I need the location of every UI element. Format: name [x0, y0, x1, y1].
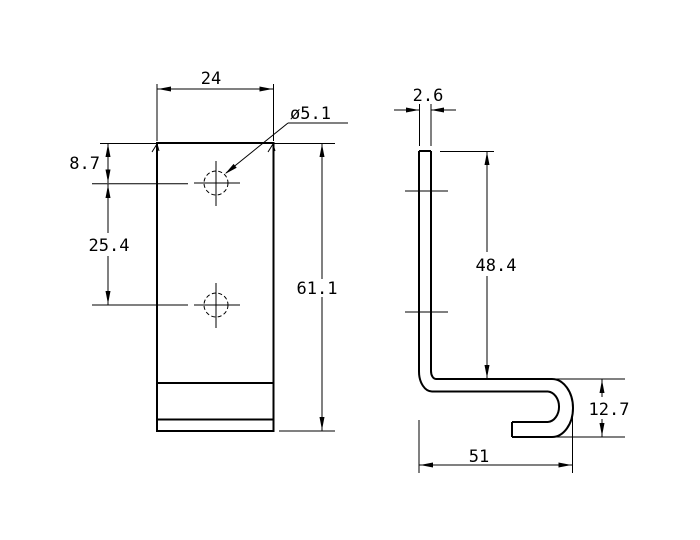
hole-1 [194, 161, 240, 206]
dim-thickness-text: 2.6 [413, 86, 444, 106]
dim-hook-height-text: 12.7 [589, 400, 630, 420]
dim-width-24: 24 [156, 69, 274, 141]
arrowhead [319, 417, 325, 430]
arrowhead [558, 462, 572, 468]
side-bend-inner-radius [430, 370, 437, 380]
arrowhead [259, 86, 273, 92]
dim-top-to-hole-text: 8.7 [69, 154, 100, 174]
dim-thickness-2-6: 2.6 [394, 86, 456, 146]
front-outline [156, 142, 275, 432]
dim-depth-text: 51 [469, 447, 489, 467]
hole-2 [194, 283, 240, 328]
arrowhead [420, 462, 433, 468]
arrowhead [599, 380, 605, 393]
side-hook-outer-arc [551, 378, 574, 438]
arrowhead [431, 107, 444, 113]
arrowhead [105, 144, 111, 157]
dim-hole-spacing-text: 25.4 [89, 236, 130, 256]
dim-upper-height-text: 48.4 [476, 256, 517, 276]
arrowhead [319, 144, 325, 157]
corner-tick-left [151, 142, 160, 153]
arrowhead [225, 163, 237, 174]
dim-width-text: 24 [201, 69, 221, 89]
front-view: 24 8.7 25.4 61.1 [69, 69, 348, 432]
dim-depth-51: 51 [418, 408, 573, 473]
arrowhead [406, 107, 419, 113]
dim-hook-height-12-7: 12.7 [552, 378, 630, 438]
leader-hole-diameter: ø5.1 [225, 104, 348, 174]
side-bend-outer-radius [418, 371, 433, 393]
dim-hole-spacing-25-4: 25.4 [89, 184, 188, 306]
dim-total-height-text: 61.1 [297, 279, 338, 299]
arrowhead [599, 423, 605, 436]
dim-top-to-hole-8-7: 8.7 [69, 143, 188, 185]
dim-hole-diameter-text: ø5.1 [290, 104, 331, 124]
arrowhead [158, 86, 171, 92]
side-hook-inner-arc [547, 390, 561, 423]
arrowhead [484, 152, 490, 165]
corner-tick-right [267, 142, 276, 153]
dim-total-height-61-1: 61.1 [274, 143, 338, 432]
arrowhead [105, 185, 111, 198]
arrowhead [105, 291, 111, 304]
dim-upper-height-48-4: 48.4 [440, 151, 516, 379]
side-view: 2.6 48.4 12.7 51 [394, 86, 629, 473]
arrowhead [484, 365, 490, 378]
arrowhead [105, 169, 111, 183]
